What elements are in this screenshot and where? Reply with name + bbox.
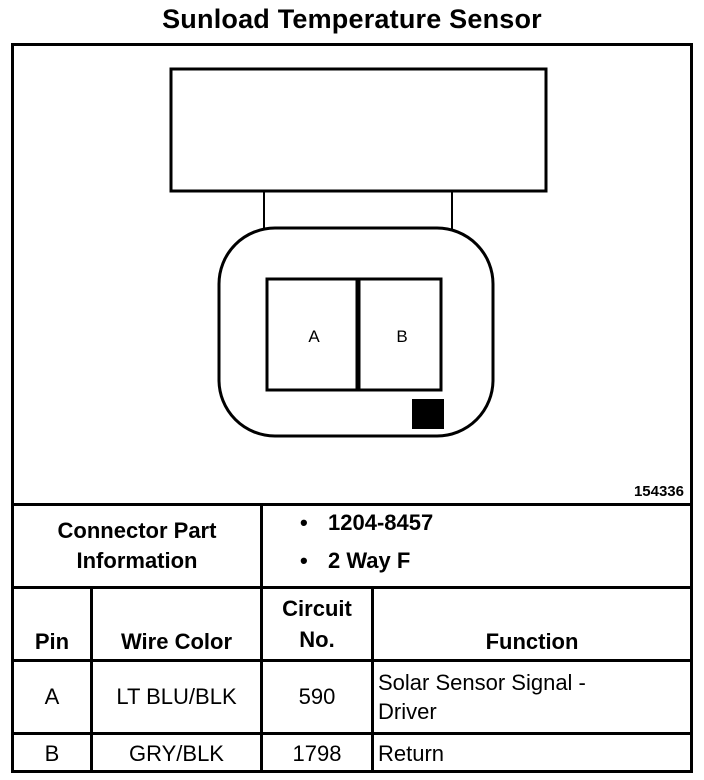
part-type-value: 2 Way F (328, 548, 411, 573)
part-number-value: 1204-8457 (328, 510, 434, 535)
part-info-label: Connector Part Information (14, 506, 260, 586)
row-a-circuit: 590 (298, 684, 336, 709)
part-info-label-line2: Information (76, 548, 198, 573)
header-circuit: Circuit No. (263, 589, 371, 659)
connector-housing (217, 226, 495, 438)
part-number: • 1204-8457 (300, 510, 433, 536)
row-b-wire-color: GRY/BLK (129, 741, 224, 766)
part-info-values: • 1204-8457 • 2 Way F (264, 508, 684, 586)
connector-drawing: A B (169, 67, 548, 438)
divider-col-pin (90, 589, 93, 773)
row-a-function-line2: Driver (378, 699, 437, 724)
divider-col-wire (260, 589, 263, 773)
pin-label-a: A (308, 327, 320, 346)
row-b-pin: B (44, 741, 60, 766)
connector-key-block (412, 399, 444, 429)
pin-cavity-b (355, 277, 443, 392)
divider-row-a (14, 732, 690, 735)
pin-cavity-a (265, 277, 361, 392)
row-b-circuit: 1798 (292, 741, 342, 766)
header-function: Function (485, 629, 579, 654)
connector-frame: A B 154336 Connector Part Information • 1… (11, 43, 693, 773)
connector-diagram: A B (14, 46, 690, 506)
header-circuit-line1: Circuit (282, 596, 352, 621)
row-a-wire-color: LT BLU/BLK (116, 684, 237, 709)
header-wire-color: Wire Color (120, 629, 233, 654)
divider-header (14, 659, 690, 662)
divider-col-circuit (371, 589, 374, 773)
header-pin: Pin (34, 629, 70, 654)
bullet-icon: • (300, 548, 308, 573)
page-title: Sunload Temperature Sensor (162, 4, 542, 34)
divider-part-info (14, 586, 690, 589)
bullet-icon: • (300, 510, 308, 535)
row-b-function: Return (378, 741, 445, 766)
row-a-pin: A (44, 684, 60, 709)
part-type: • 2 Way F (300, 548, 410, 574)
divider-diagram (14, 503, 690, 506)
header-circuit-line2: No. (299, 627, 335, 652)
row-a-function-line1: Solar Sensor Signal - (378, 670, 586, 695)
figure-number: 154336 (633, 483, 684, 500)
sensor-body (169, 67, 548, 193)
row-a-function: Solar Sensor Signal - Driver (378, 662, 690, 732)
divider-part-info-vertical (260, 506, 263, 586)
part-info-label-line1: Connector Part (57, 518, 217, 543)
pin-label-b: B (396, 327, 407, 346)
